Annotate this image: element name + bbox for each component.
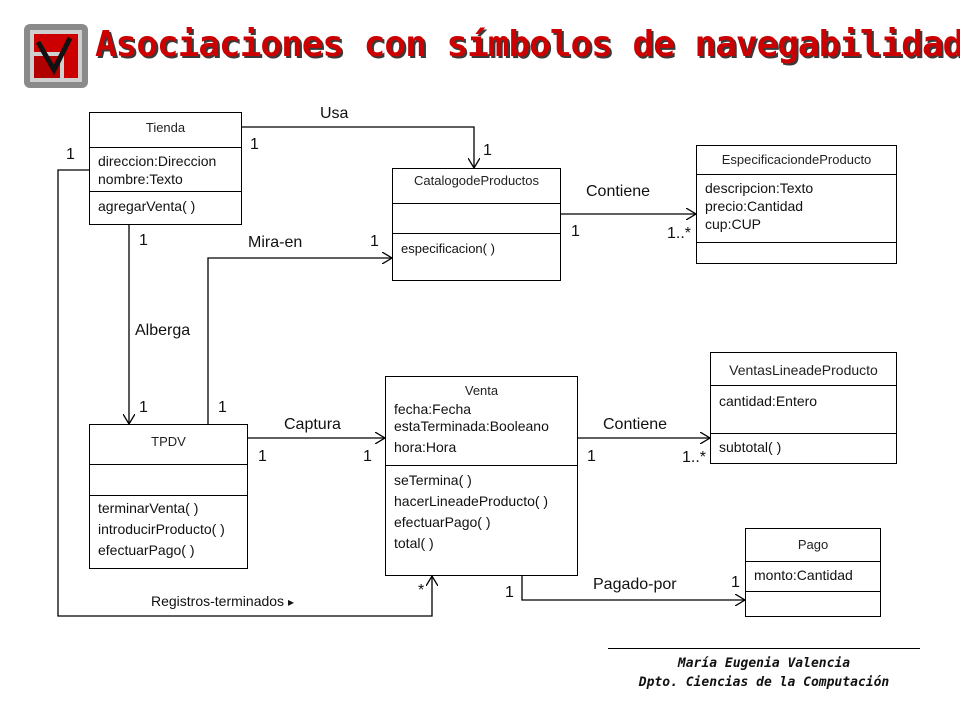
attribute: hora:Hora	[394, 439, 457, 455]
logo-icon	[24, 24, 88, 88]
operations-section	[746, 591, 880, 616]
class-venta[interactable]: Venta fecha:Fecha estaTerminada:Booleano…	[385, 376, 578, 576]
operations-section: especificacion( )	[393, 233, 560, 280]
class-name: VentasLineadeProducto	[729, 362, 878, 378]
assoc-contiene2-mult-source: 1	[587, 448, 596, 465]
assoc-contiene2-mult-target: 1..*	[682, 449, 707, 466]
class-name: Pago	[797, 537, 829, 552]
attributes-section: monto:Cantidad	[746, 561, 880, 591]
attribute: fecha:Fecha	[394, 401, 472, 417]
attribute: descripcion:Texto	[705, 180, 814, 196]
attribute: estaTerminada:Booleano	[394, 418, 549, 434]
assoc-miraen-mult-target: 1	[370, 233, 379, 250]
attributes-section: cantidad:Entero	[711, 385, 896, 433]
operations-section: subtotal( )	[711, 433, 896, 463]
assoc-registros-line	[57, 169, 432, 617]
class-ventaslinea[interactable]: VentasLineadeProducto cantidad:Entero su…	[710, 352, 897, 464]
assoc-pagadopor-mult-source: 1	[505, 584, 514, 601]
operation: efectuarPago( )	[394, 514, 491, 530]
footer-divider	[608, 648, 920, 649]
class-tienda[interactable]: Tienda direccion:Direccion nombre:Texto …	[89, 112, 242, 225]
assoc-contiene1-mult-target: 1..*	[667, 225, 692, 242]
class-especificacion[interactable]: EspecificaciondeProducto descripcion:Tex…	[696, 145, 897, 264]
attributes-section: direccion:Direccion nombre:Texto	[90, 147, 241, 191]
assoc-captura-label: Captura	[284, 416, 341, 433]
assoc-miraen-mult-source: 1	[218, 399, 227, 416]
footer-department: Dpto. Ciencias de la Computación	[638, 675, 890, 690]
assoc-pagadopor-label: Pagado-por	[593, 576, 677, 593]
operations-section: terminarVenta( ) introducirProducto( ) e…	[90, 495, 247, 568]
assoc-registros-mult-target: *	[418, 582, 425, 599]
attribute: precio:Cantidad	[705, 198, 804, 214]
operation: hacerLineadeProducto( )	[394, 493, 549, 509]
assoc-alberga-mult-source: 1	[139, 232, 148, 249]
assoc-contiene2-label: Contiene	[603, 416, 668, 433]
assoc-usa-mult-target: 1	[483, 142, 492, 159]
class-name: CatalogodeProductos	[413, 173, 540, 188]
assoc-miraen-label: Mira-en	[248, 234, 303, 251]
attribute: cantidad:Entero	[719, 393, 818, 409]
operation: subtotal( )	[719, 439, 782, 455]
assoc-contiene1-mult-source: 1	[571, 223, 580, 240]
operation: terminarVenta( )	[98, 500, 199, 516]
attribute: cup:CUP	[705, 216, 762, 232]
assoc-alberga-label: Alberga	[135, 322, 191, 339]
assoc-registros-label-text: Registros-terminados	[151, 593, 285, 609]
attributes-section: fecha:Fecha estaTerminada:Booleano hora:…	[386, 399, 577, 465]
assoc-alberga-mult-target: 1	[139, 399, 148, 416]
operation: total( )	[394, 535, 434, 551]
assoc-usa-label: Usa	[320, 105, 349, 122]
assoc-contiene1-label: Contiene	[586, 183, 651, 200]
direction-triangle-icon: ▸	[287, 595, 294, 609]
assoc-captura-mult-source: 1	[258, 448, 267, 465]
class-name: EspecificaciondeProducto	[721, 152, 872, 167]
operation: seTermina( )	[394, 472, 472, 488]
operations-section	[697, 242, 896, 263]
attributes-section: descripcion:Texto precio:Cantidad cup:CU…	[697, 174, 896, 242]
assoc-captura-mult-target: 1	[363, 448, 372, 465]
class-pago[interactable]: Pago monto:Cantidad	[745, 528, 881, 617]
class-tpdv[interactable]: TPDV terminarVenta( ) introducirProducto…	[89, 424, 248, 569]
assoc-pagadopor-mult-target: 1	[731, 574, 740, 591]
operation: agregarVenta( )	[98, 198, 196, 214]
operation: especificacion( )	[401, 241, 495, 256]
attribute: direccion:Direccion	[98, 153, 217, 169]
class-name: TPDV	[151, 434, 186, 449]
class-catalogo[interactable]: CatalogodeProductos especificacion( )	[392, 168, 561, 281]
assoc-usa-line	[242, 126, 474, 168]
class-name: Venta	[464, 383, 499, 398]
assoc-registros-label: Registros-terminados ▸	[151, 593, 294, 609]
footer-author: María Eugenia Valencia	[677, 656, 851, 671]
assoc-usa-mult-source: 1	[250, 136, 259, 153]
operation: efectuarPago( )	[98, 542, 195, 558]
assoc-pagadopor-line	[521, 576, 745, 600]
attribute: monto:Cantidad	[754, 567, 853, 583]
attributes-section	[90, 464, 247, 495]
attribute: nombre:Texto	[98, 171, 183, 187]
operations-section: seTermina( ) hacerLineadeProducto( ) efe…	[386, 465, 577, 575]
class-name: Tienda	[145, 120, 186, 135]
page-title: Asociaciones con símbolos de navegabilid…	[95, 24, 960, 65]
assoc-miraen-line	[207, 258, 392, 424]
operation: introducirProducto( )	[98, 521, 225, 537]
attributes-section	[393, 203, 560, 233]
operations-section: agregarVenta( )	[90, 191, 241, 224]
assoc-registros-mult-source: 1	[66, 146, 75, 163]
